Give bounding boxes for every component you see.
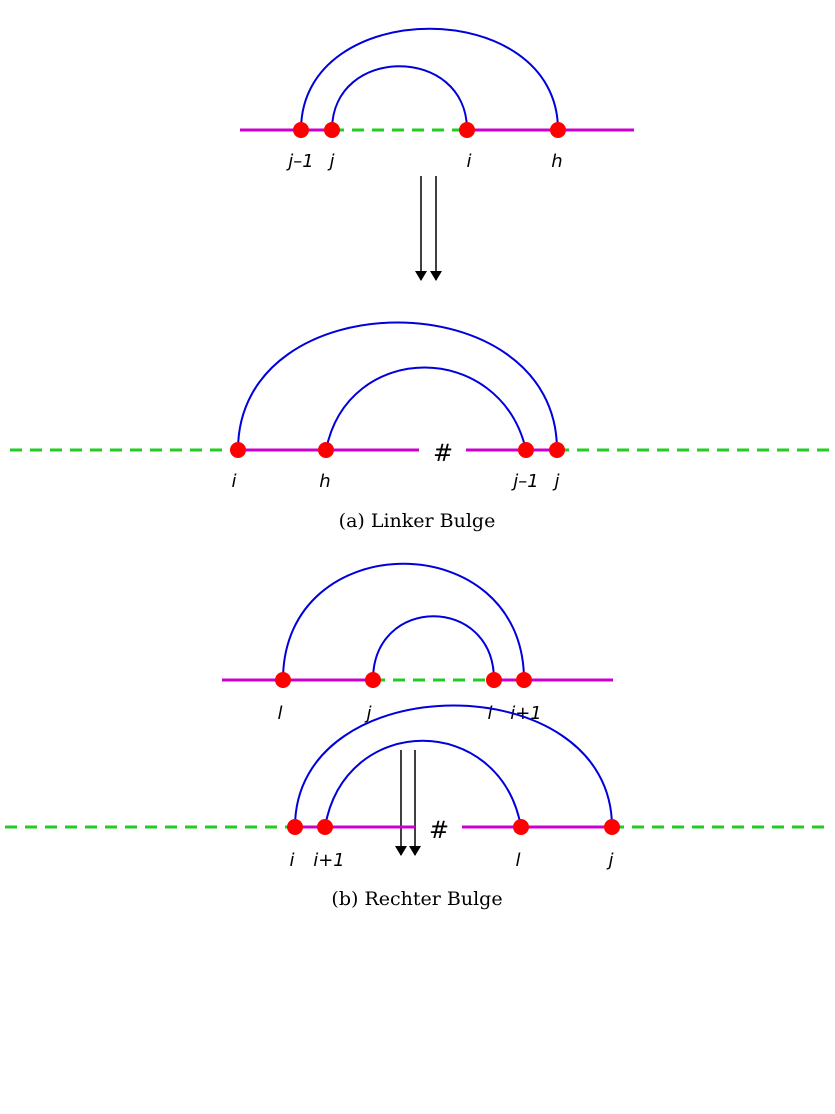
node-l xyxy=(513,819,529,835)
arc-inner xyxy=(325,366,527,451)
label-i: i xyxy=(289,850,294,871)
label-i-plus-1: i+1 xyxy=(313,850,345,871)
arc-outer xyxy=(282,562,525,681)
arc-outer xyxy=(237,321,558,451)
node-i xyxy=(486,672,502,688)
arc-inner xyxy=(324,739,522,828)
arc-inner xyxy=(372,615,495,681)
arc-outer xyxy=(300,27,559,131)
label-i: i xyxy=(487,703,492,724)
label-j: j xyxy=(363,703,371,724)
panel-b-after: # i i+1 l j xyxy=(5,704,830,871)
label-j: j xyxy=(326,151,334,172)
panel-b-before: l j i i+1 xyxy=(222,562,613,724)
label-i: i xyxy=(466,151,471,172)
panel-a-after: # i h j–1 j xyxy=(10,321,830,492)
node-h xyxy=(318,442,334,458)
label-l: l xyxy=(277,703,282,724)
node-j xyxy=(324,122,340,138)
node-j xyxy=(549,442,565,458)
node-i-plus-1 xyxy=(516,672,532,688)
panel-a-before: j–1 j i h xyxy=(240,27,634,172)
panel-a-transform-arrows xyxy=(415,176,442,281)
node-h xyxy=(550,122,566,138)
node-j-minus-1 xyxy=(293,122,309,138)
panel-b-transform-arrows xyxy=(395,750,421,856)
break-hash: # xyxy=(433,439,453,467)
arc-inner xyxy=(331,65,468,131)
node-i xyxy=(287,819,303,835)
label-h: h xyxy=(319,471,330,492)
node-j xyxy=(365,672,381,688)
label-i: i xyxy=(231,471,236,492)
node-i-plus-1 xyxy=(317,819,333,835)
label-j-minus-1: j–1 xyxy=(510,471,538,492)
label-h: h xyxy=(551,151,562,172)
node-i xyxy=(459,122,475,138)
node-i xyxy=(230,442,246,458)
label-l: l xyxy=(515,850,520,871)
label-j: j xyxy=(605,850,613,871)
caption-panel-a: (a) Linker Bulge xyxy=(339,510,496,532)
break-hash: # xyxy=(429,816,449,844)
label-j: j xyxy=(551,471,559,492)
node-j-minus-1 xyxy=(518,442,534,458)
node-j xyxy=(604,819,620,835)
caption-panel-b: (b) Rechter Bulge xyxy=(331,888,502,910)
label-j-minus-1: j–1 xyxy=(285,151,313,172)
node-l xyxy=(275,672,291,688)
label-i-plus-1: i+1 xyxy=(510,703,542,724)
arc-outer xyxy=(294,704,613,828)
